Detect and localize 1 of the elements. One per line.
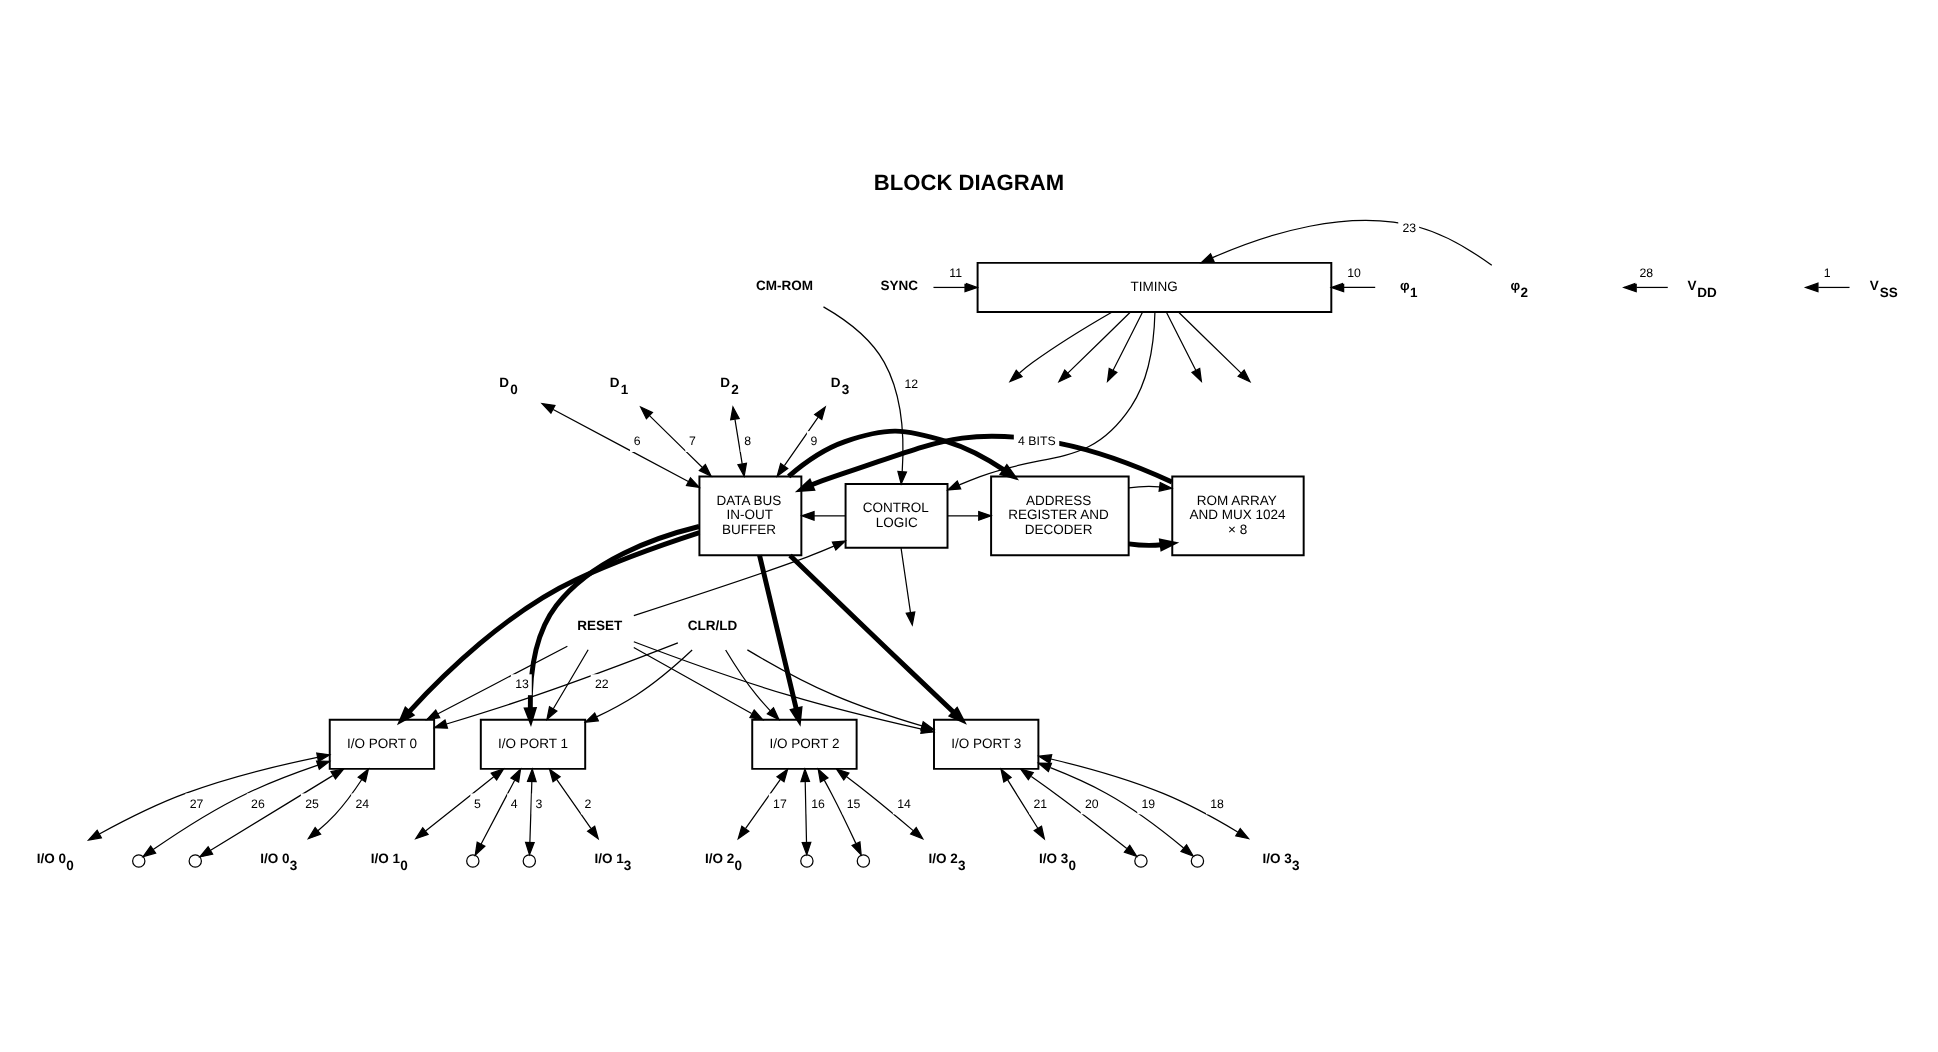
diagram-title: BLOCK DIAGRAM (873, 172, 1065, 197)
